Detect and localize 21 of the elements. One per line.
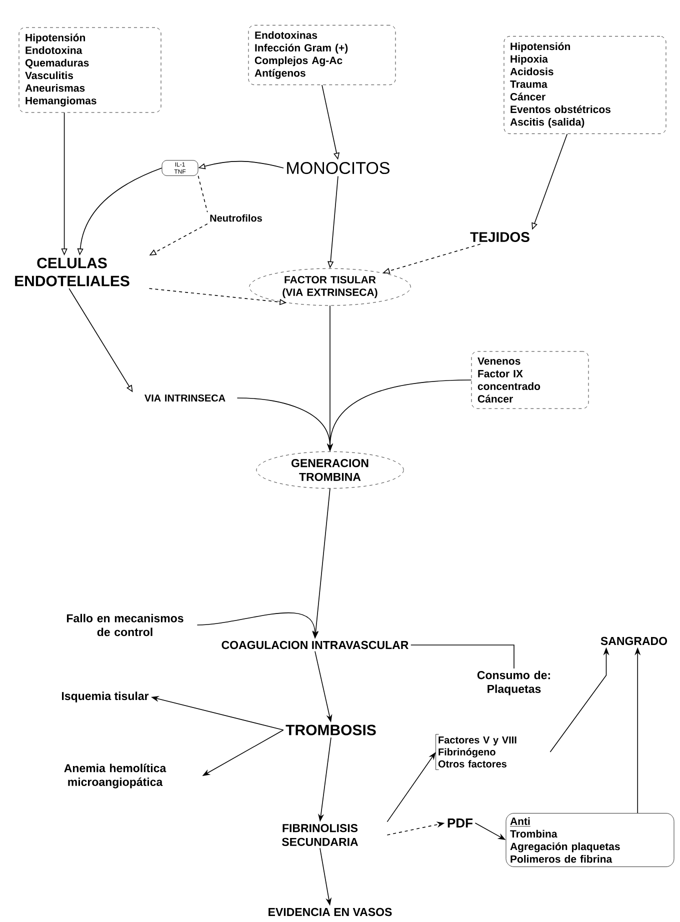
node-label: Fallo en mecanismos de control xyxy=(66,614,184,636)
node-label: Anemia hemolítica microangiopática xyxy=(64,764,166,788)
node-label: TROMBOSIS xyxy=(286,724,376,736)
node-label: MONOCITOS xyxy=(287,162,390,174)
node-label: COAGULACION INTRAVASCULAR xyxy=(222,640,408,650)
node-label: TEJIDOS xyxy=(470,232,530,242)
dashed-list-box: Hipotensión Endotoxina Quemaduras Vasculitis Aneurismas Hemangiomas xyxy=(18,27,162,113)
node-label: CELULAS ENDOTELIALES xyxy=(15,258,130,286)
node-label: Isquemia tisular xyxy=(62,692,149,702)
dashed-list-box: Venenos Factor IX concentrado Cáncer xyxy=(471,351,589,409)
dashed-list-box: Hipotensión Hipoxia Acidosis Trauma Cáncer Eventos obstétricos Ascitis (salida) xyxy=(504,36,666,134)
dashed-list-box: Endotoxinas Infección Gram (+) Complejos Ag-Ac Antígenos xyxy=(248,25,396,86)
node-label: FIBRINOLISIS SECUNDARIA xyxy=(282,824,358,846)
list-box: Anti Trombina Agregación plaquetas Polimeros de fibrina xyxy=(506,813,674,867)
node-label: PDF xyxy=(448,818,473,828)
node-label: EVIDENCIA EN VASOS xyxy=(268,908,392,916)
node-label: VIA INTRINSECA xyxy=(144,394,226,402)
node-label: Neutrofilos xyxy=(210,214,262,222)
bracketed-list: Factores V y VIII Fibrinógeno Otros factores xyxy=(436,734,516,770)
node-label: Consumo de: Plaquetas xyxy=(477,670,550,696)
node-label: SANGRADO xyxy=(600,636,668,646)
